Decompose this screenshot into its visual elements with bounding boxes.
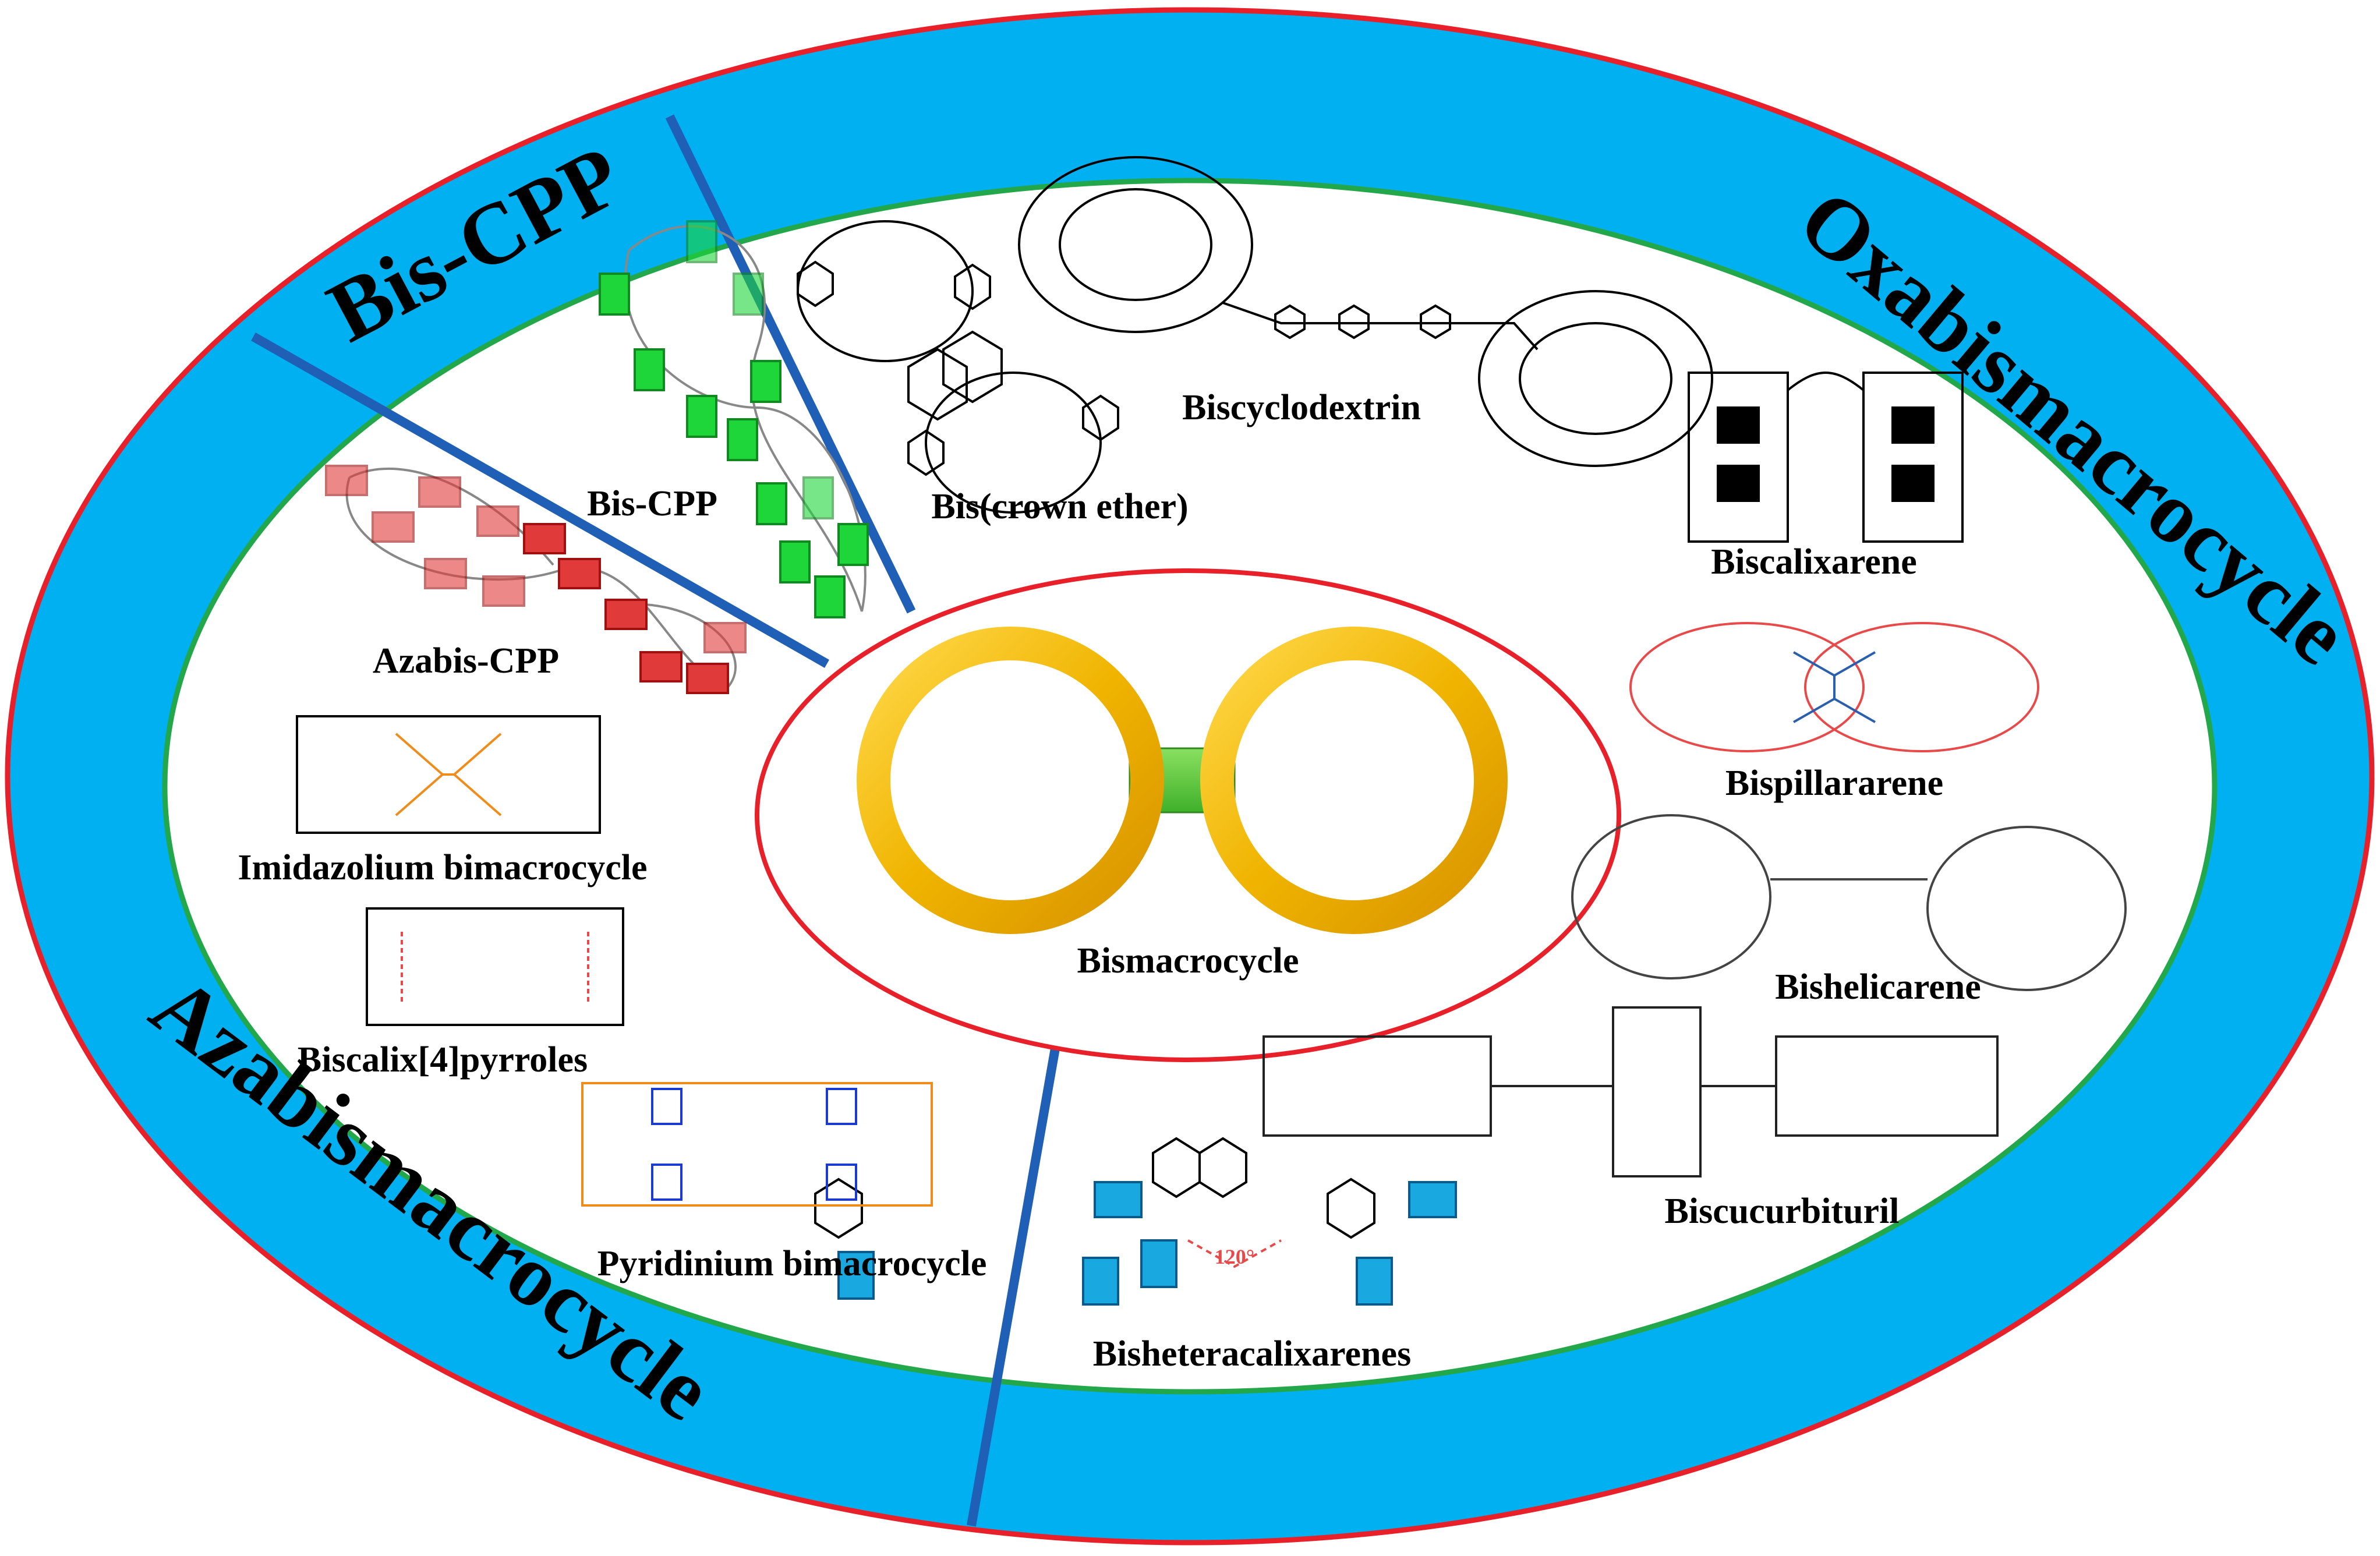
label-calixarene: Biscalixarene	[1711, 542, 1917, 582]
label-cucurbituril: Biscucurbituril	[1664, 1191, 1899, 1231]
calix-pyrroles-structure	[366, 907, 624, 1026]
divider-cpp-oxa	[665, 114, 916, 614]
label-pyridinium: Pyridinium bimacrocycle	[597, 1244, 987, 1283]
label-helicarene: Bishelicarene	[1775, 967, 1981, 1007]
angle-annotation: 120°	[1215, 1245, 1254, 1268]
label-pillararene: Bispillararene	[1725, 763, 1943, 803]
label-crown-ether: Bis(crown ether)	[931, 487, 1188, 526]
bismacrocycle-rings-icon	[857, 627, 1508, 934]
helicarene-structure	[1571, 814, 2127, 991]
azabis-cpp-structure	[325, 465, 747, 694]
label-bis-cpp: Bis-CPP	[587, 484, 717, 524]
center-ellipse	[755, 568, 1621, 1062]
crown-ether-structure	[797, 220, 1119, 514]
divider-aza-cpp	[251, 333, 829, 668]
bis-cpp-structure	[599, 220, 869, 618]
label-calix-pyrroles: Biscalix[4]pyrroles	[298, 1040, 588, 1080]
pyridinium-structure	[581, 1082, 933, 1207]
cucurbituril-structure	[1263, 1006, 1999, 1177]
center-label: Bismacrocycle	[1077, 941, 1299, 981]
label-azabis-cpp: Azabis-CPP	[373, 641, 559, 681]
heteracalixarenes-structure	[814, 1137, 1457, 1306]
label-imidazolium: Imidazolium bimacrocycle	[238, 848, 647, 887]
pillararene-structure	[1629, 622, 2039, 752]
label-cyclodextrin: Biscyclodextrin	[1182, 388, 1421, 427]
imidazolium-structure	[296, 715, 601, 834]
cyclodextrin-structure	[1018, 156, 1713, 467]
divider-aza-oxa	[967, 1021, 1065, 1527]
calixarene-structure	[1688, 372, 1964, 543]
label-heteracalixarenes: Bisheteracalixarenes	[1093, 1334, 1411, 1374]
